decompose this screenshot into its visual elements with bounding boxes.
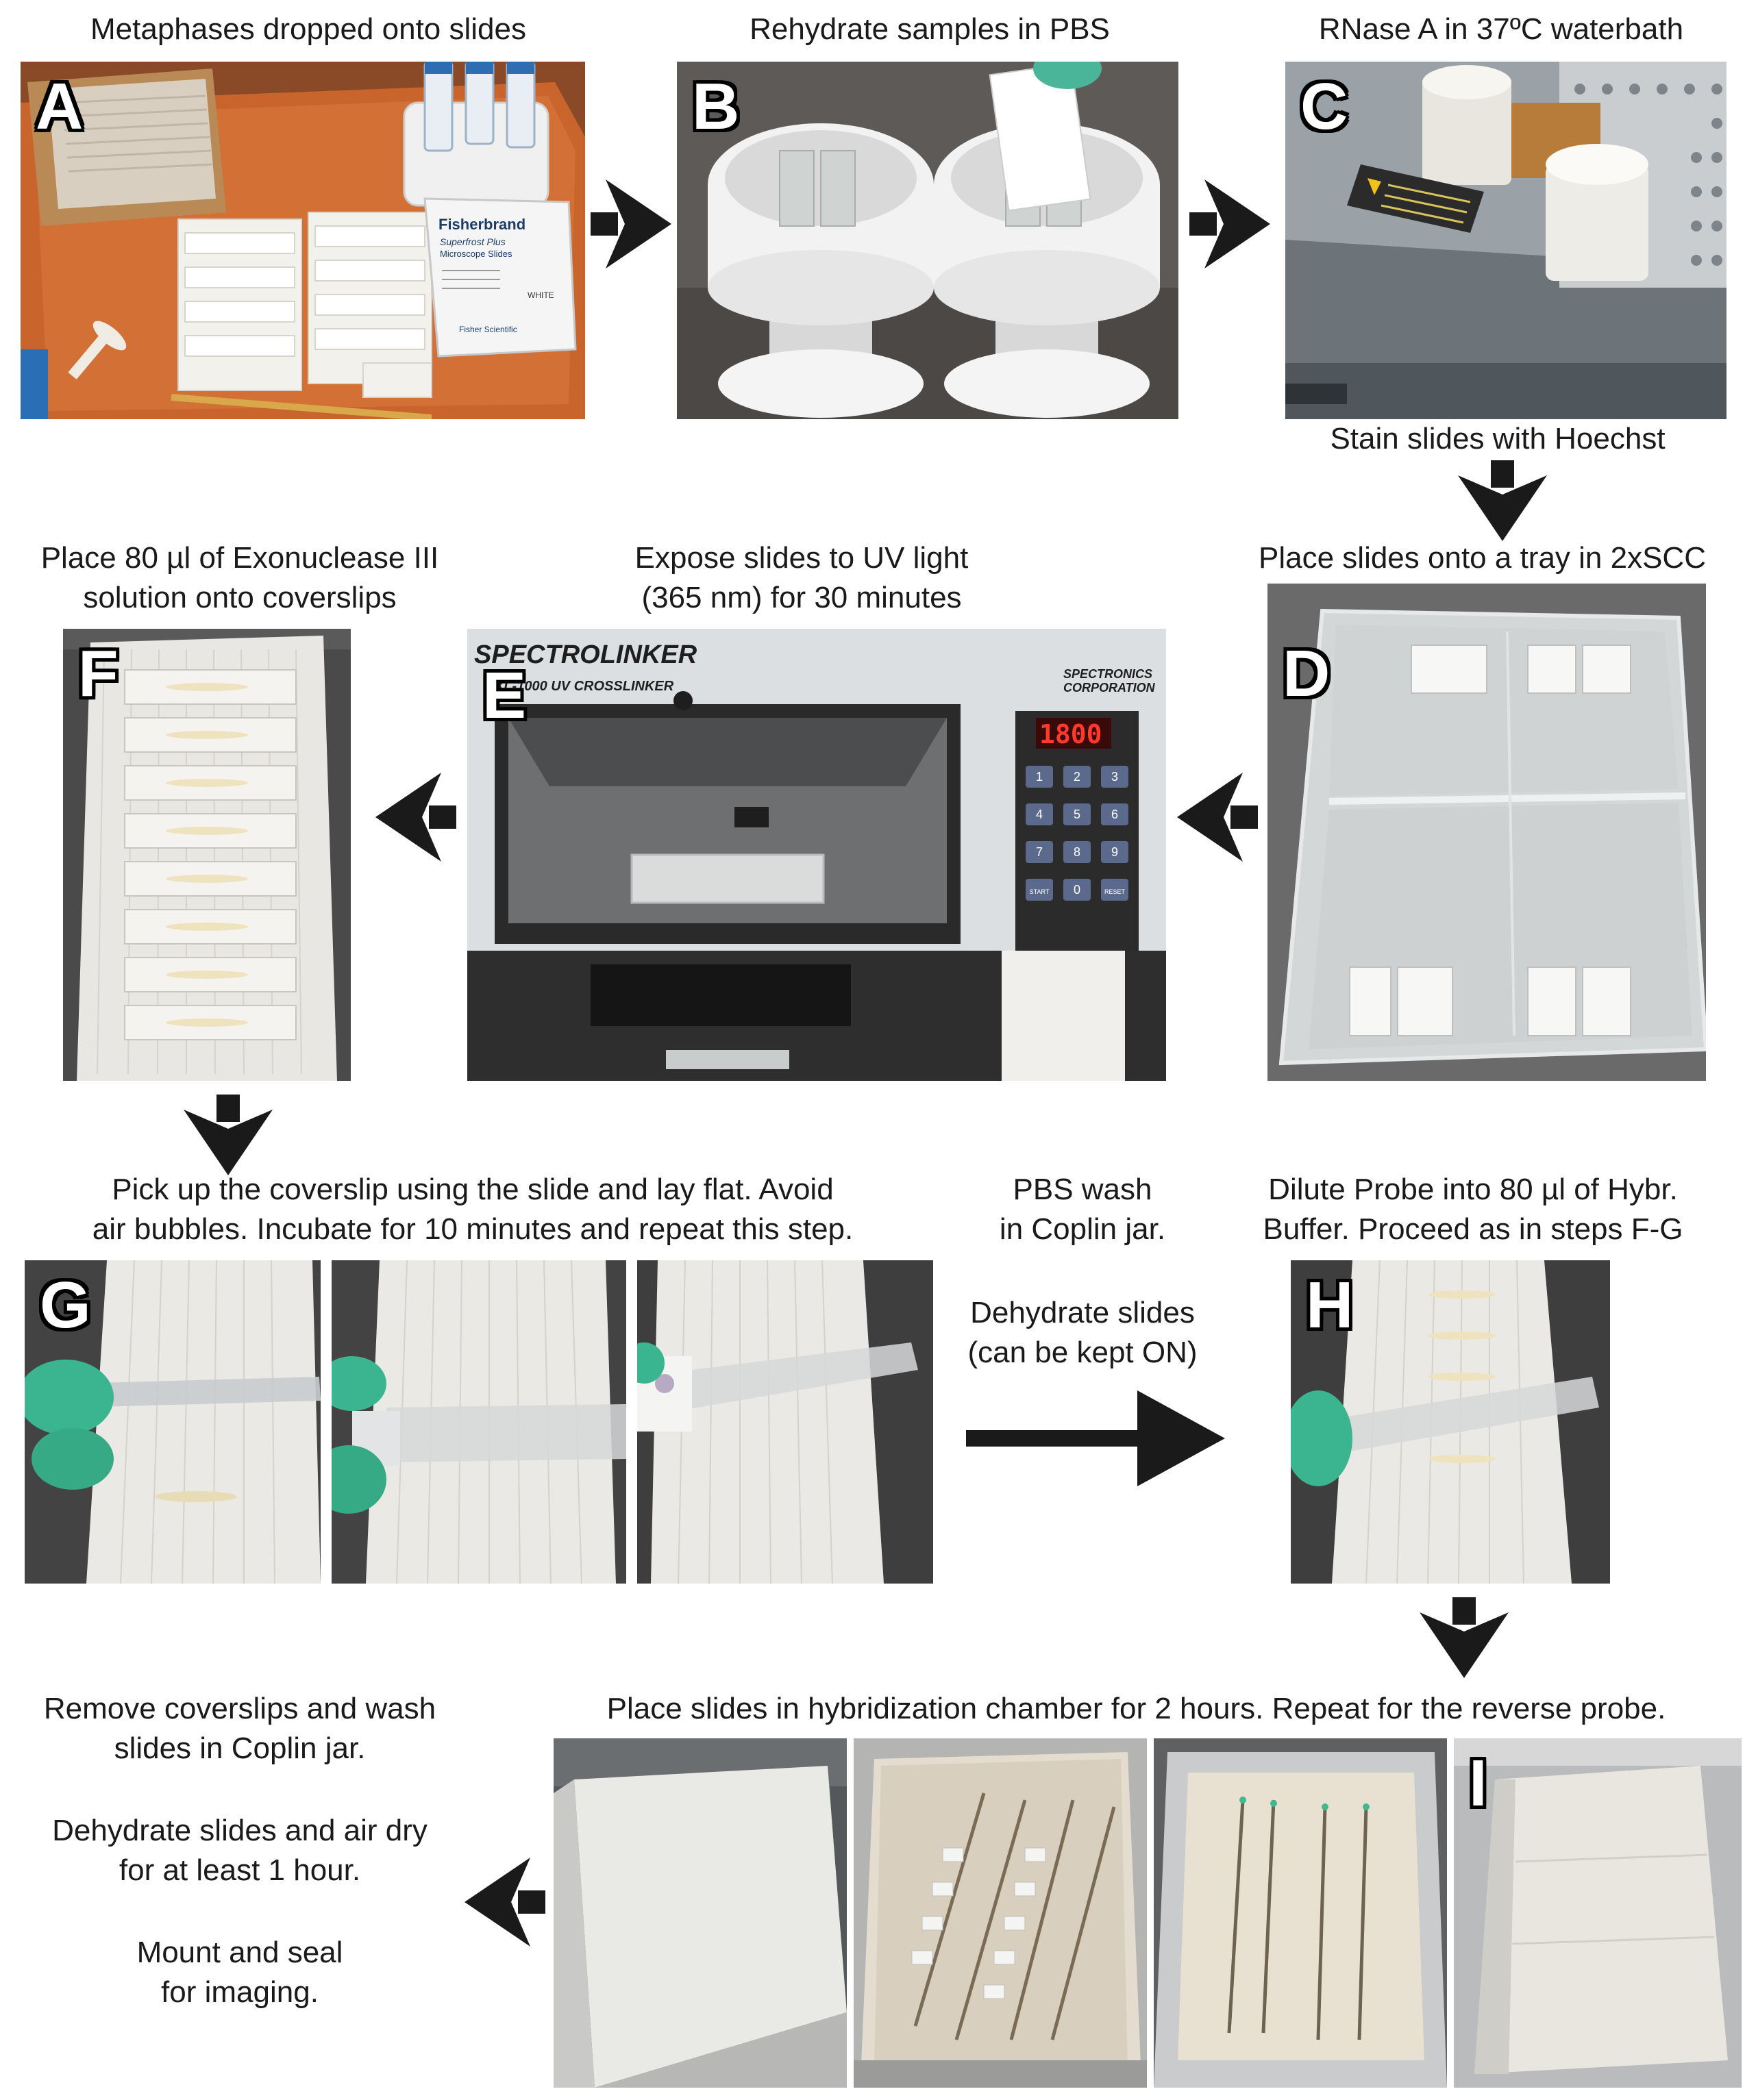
caption-step-g: Pick up the coverslip using the slide an… [14, 1170, 932, 1249]
brand-spectrolinker: SPECTROLINKER [474, 640, 697, 669]
keypad-key [1101, 841, 1128, 863]
final-steps-text: Remove coverslips and wash slides in Cop… [0, 1689, 480, 2012]
keypad-key-label: RESET [1104, 888, 1126, 895]
photo-step-f: F [63, 629, 351, 1081]
caption-step-h: Dilute Probe into 80 µl of Hybr. Buffer.… [1226, 1170, 1720, 1249]
step-letter-h: H [1306, 1268, 1354, 1342]
keypad-key [1026, 841, 1053, 863]
arrow-g-to-h [966, 1390, 1225, 1486]
step-letter-f: F [78, 637, 119, 710]
arrow-c-to-d [1458, 460, 1547, 541]
final-line3: Dehydrate slides and air dry [52, 1814, 428, 1847]
step-letter-b: B [692, 70, 740, 143]
caption-dehydrate-line1: Dehydrate slides [970, 1296, 1195, 1329]
caption-step-f: Place 80 µl of Exonuclease III solution … [0, 538, 480, 618]
box-label-superfrost: Superfrost Plus [440, 236, 506, 247]
photo-step-i-3 [1154, 1738, 1447, 2088]
caption-pbs-wash-line2: in Coplin jar. [999, 1212, 1166, 1246]
final-line6: for imaging. [161, 1975, 319, 2009]
maker-label-line2: CORPORATION [1063, 681, 1156, 695]
final-line1: Remove coverslips and wash [43, 1692, 436, 1725]
photo-step-i-2 [854, 1738, 1147, 2088]
keypad-key-label: 2 [1074, 770, 1080, 784]
arrow-f-to-g [184, 1095, 273, 1175]
caption-stain-hoechst: Stain slides with Hoechst [1330, 422, 1666, 455]
photo-step-d: D [1267, 584, 1706, 1081]
photo-step-b: B [677, 62, 1178, 419]
step-letter-a: A [36, 70, 84, 143]
caption-step-g-line2: air bubbles. Incubate for 10 minutes and… [92, 1212, 854, 1246]
keypad-key [1063, 803, 1091, 825]
final-line4: for at least 1 hour. [119, 1853, 361, 1887]
photo-step-i-1 [554, 1738, 847, 2088]
box-label-maker: Fisher Scientific [459, 325, 517, 334]
caption-step-d: Place slides onto a tray in 2xSCC [1259, 541, 1706, 575]
caption-step-i: Place slides in hybridization chamber fo… [606, 1692, 1666, 1725]
caption-step-c: RNase A in 37ºC waterbath [1318, 12, 1684, 46]
caption-step-b: Rehydrate samples in PBS [750, 12, 1110, 46]
box-label-white: WHITE [528, 290, 554, 300]
final-line5: Mount and seal [136, 1936, 343, 1969]
photo-step-c: C [1285, 62, 1727, 419]
maker-label-line1: SPECTRONICS [1063, 667, 1152, 681]
photo-step-e: SPECTROLINKER XL-1000 UV CROSSLINKER SPE… [467, 629, 1166, 1081]
keypad-key [1101, 879, 1128, 901]
keypad-key [1101, 803, 1128, 825]
caption-dehydrate-on: Dehydrate slides (can be kept ON) [945, 1293, 1220, 1373]
caption-step-g-line1: Pick up the coverslip using the slide an… [112, 1173, 834, 1206]
final-line2: slides in Coplin jar. [114, 1732, 366, 1765]
step-letter-e: E [482, 659, 527, 732]
box-label-fisherbrand: Fisherbrand [438, 216, 525, 233]
keypad-key [1026, 803, 1053, 825]
photo-step-h: H [1291, 1260, 1610, 1584]
arrow-b-to-c [1189, 179, 1270, 268]
keypad-key-label: 7 [1036, 845, 1043, 859]
step-letter-d: D [1283, 637, 1331, 710]
caption-step-e: Expose slides to UV light (365 nm) for 3… [562, 538, 1041, 618]
caption-dehydrate-line2: (can be kept ON) [967, 1336, 1198, 1369]
photo-step-a: Fisherbrand Superfrost Plus Microscope S… [21, 62, 585, 419]
model-label: XL-1000 UV CROSSLINKER [494, 679, 674, 694]
arrow-d-to-e [1177, 773, 1258, 862]
keypad-key-label: START [1030, 888, 1050, 895]
caption-step-f-line1: Place 80 µl of Exonuclease III [40, 541, 439, 575]
arrow-a-to-b [591, 179, 671, 268]
arrow-h-to-i [1420, 1597, 1509, 1678]
keypad-key [1026, 766, 1053, 788]
photo-step-g-3 [637, 1260, 933, 1584]
keypad-key-label: 4 [1036, 808, 1043, 821]
keypad-key [1063, 841, 1091, 863]
step-letter-c: C [1300, 70, 1348, 143]
keypad-key-label: 0 [1074, 883, 1080, 897]
keypad-key-label: 8 [1074, 845, 1080, 859]
caption-step-h-line2: Buffer. Proceed as in steps F-G [1263, 1212, 1683, 1246]
keypad-key [1026, 879, 1053, 901]
caption-step-a: Metaphases dropped onto slides [90, 12, 526, 46]
caption-step-f-line2: solution onto coverslips [83, 581, 397, 614]
photo-step-g-1: G [25, 1260, 321, 1584]
keypad-key-label: 6 [1111, 808, 1118, 821]
keypad-key [1063, 766, 1091, 788]
caption-step-h-line1: Dilute Probe into 80 µl of Hybr. [1268, 1173, 1678, 1206]
keypad-key-label: 3 [1111, 770, 1118, 784]
keypad-key [1063, 879, 1091, 901]
timer-display: 1800 [1039, 719, 1102, 749]
caption-pbs-wash: PBS wash in Coplin jar. [945, 1170, 1220, 1249]
caption-pbs-wash-line1: PBS wash [1013, 1173, 1152, 1206]
keypad-key-label: 9 [1111, 845, 1118, 859]
step-letter-i: I [1469, 1747, 1487, 1820]
arrow-e-to-f [375, 773, 456, 862]
arrow-i-to-final [465, 1858, 545, 1947]
keypad-key-label: 5 [1074, 808, 1080, 821]
box-label-slides: Microscope Slides [440, 249, 512, 259]
photo-step-i-4: I [1454, 1738, 1742, 2088]
caption-step-e-line1: Expose slides to UV light [634, 541, 969, 575]
photo-step-g-2 [332, 1260, 626, 1584]
caption-step-e-line2: (365 nm) for 30 minutes [641, 581, 962, 614]
keypad-key [1101, 766, 1128, 788]
keypad-key-label: 1 [1036, 770, 1043, 784]
step-letter-g: G [40, 1268, 91, 1342]
